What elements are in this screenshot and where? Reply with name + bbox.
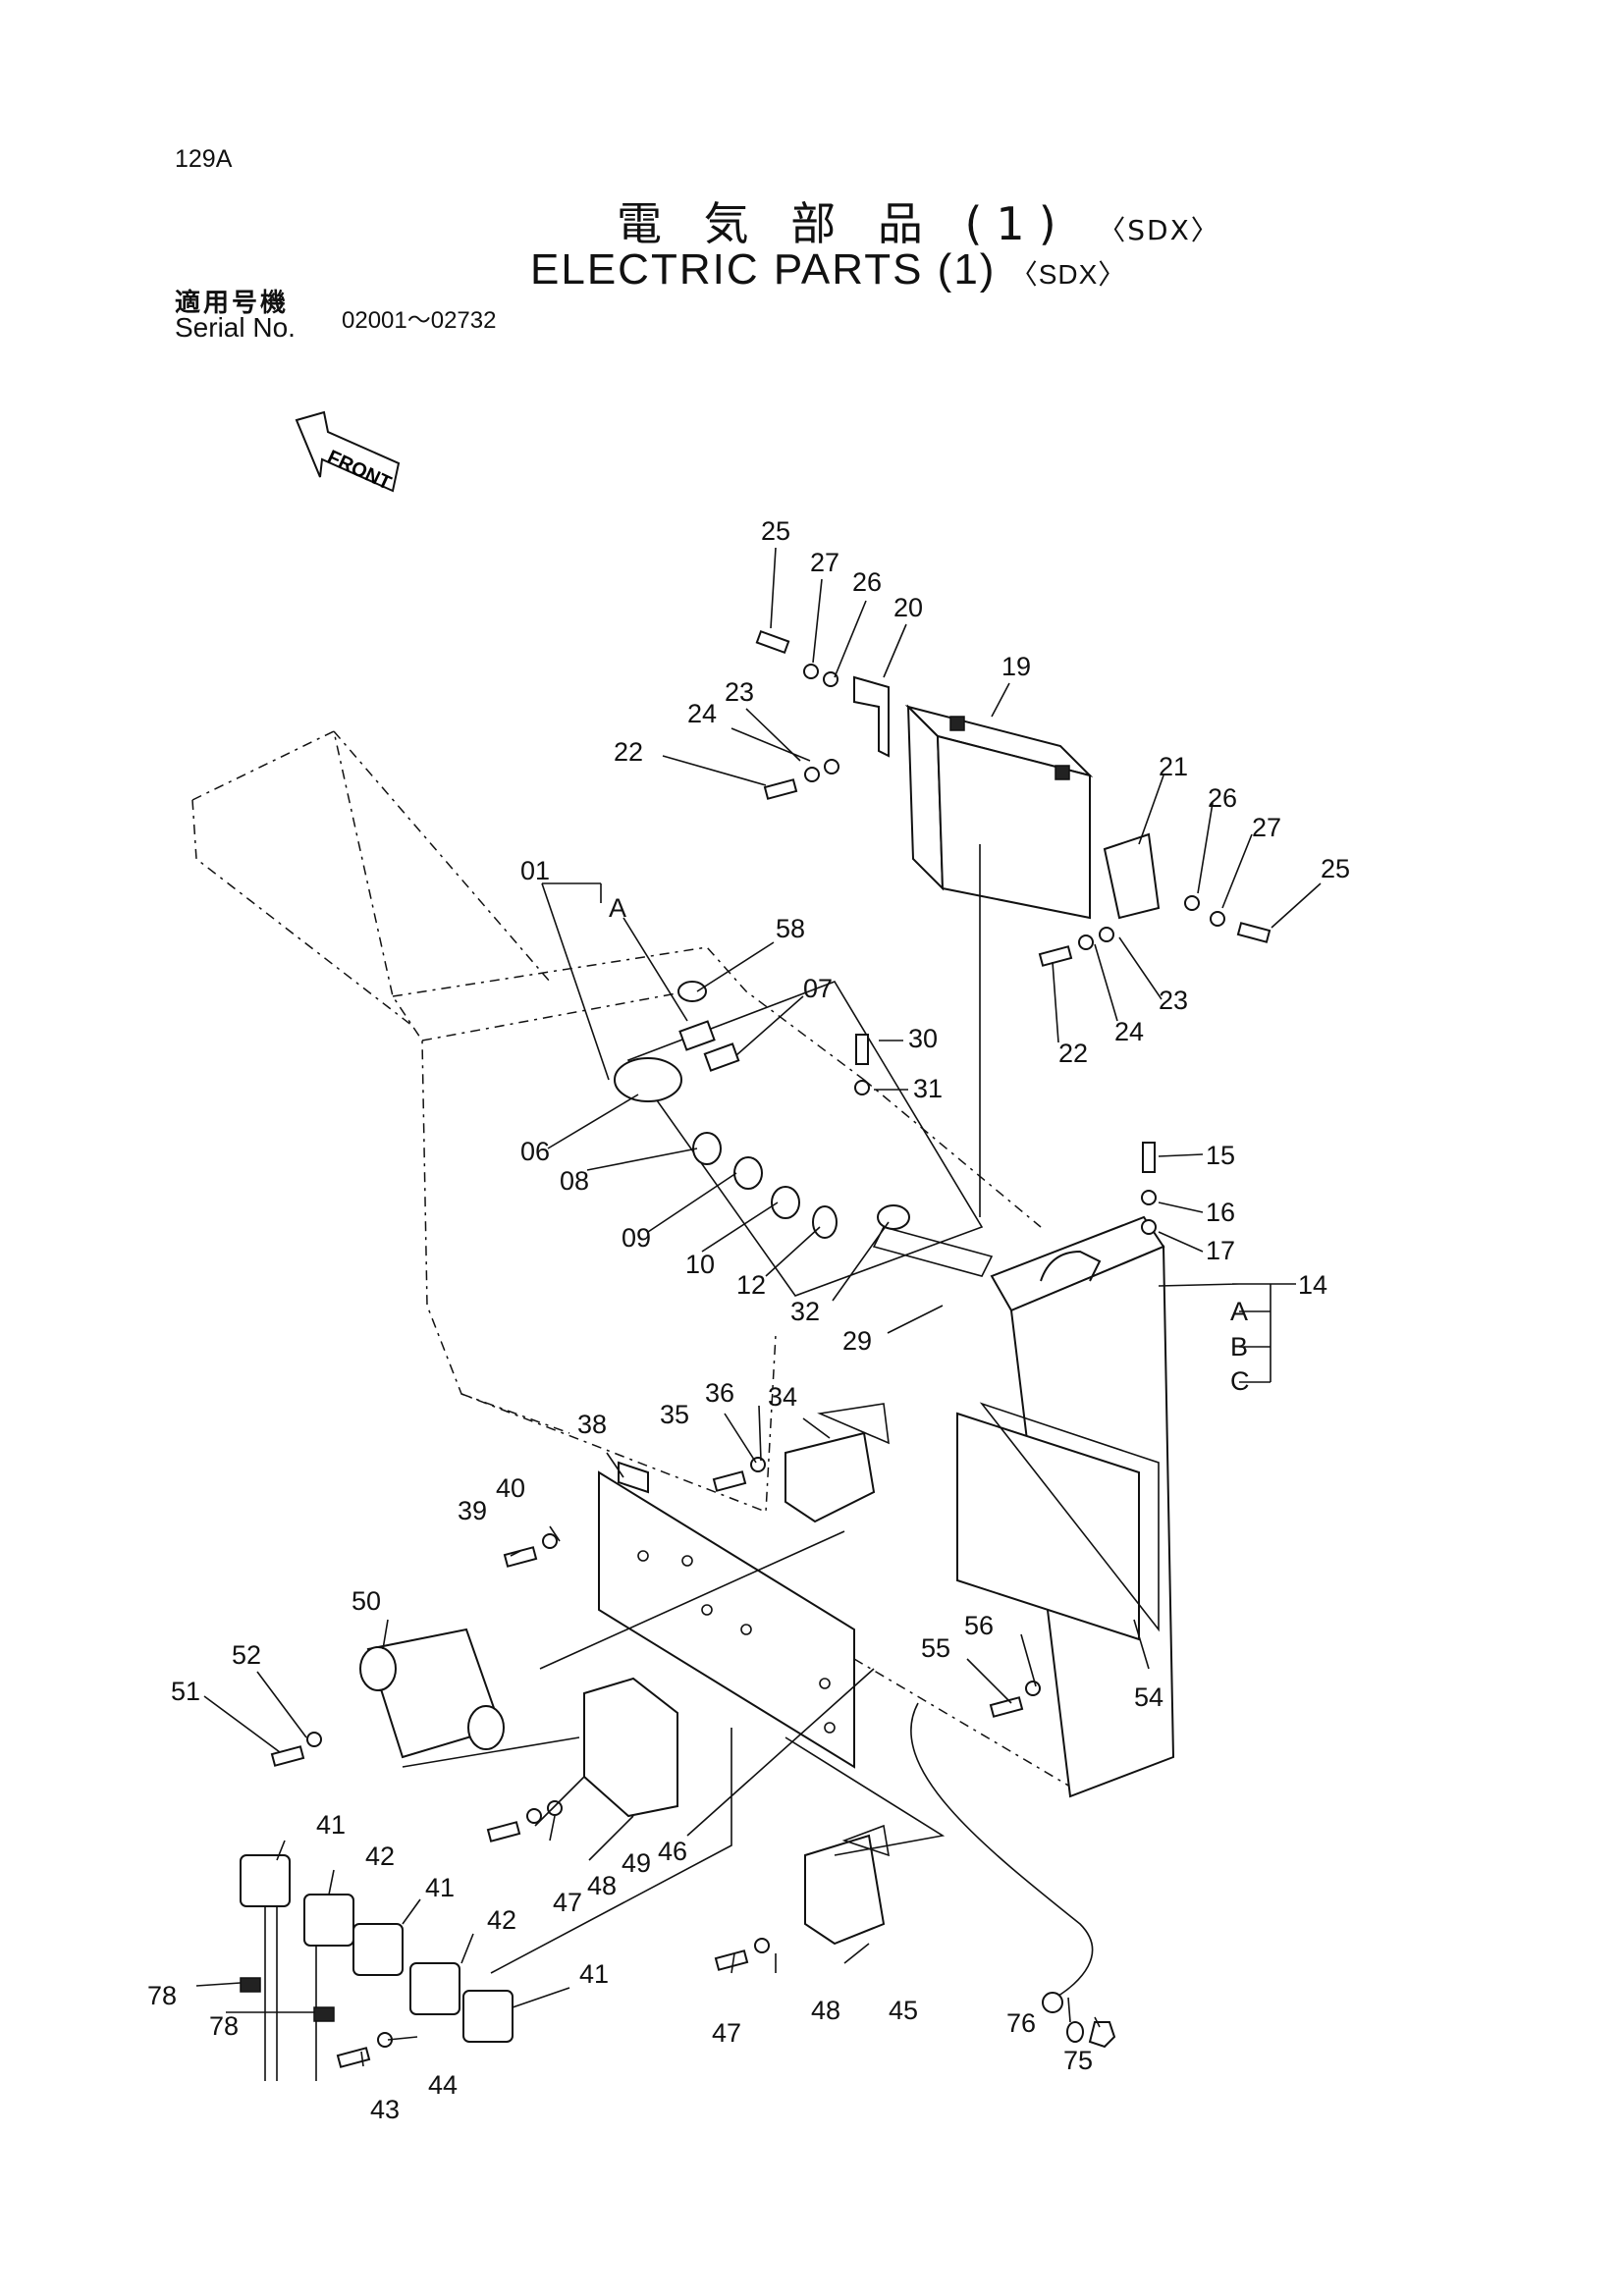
key-switch-part <box>614 1057 682 1102</box>
callout-38: 38 <box>577 1410 607 1439</box>
callout-55: 55 <box>921 1633 950 1663</box>
title-english: ELECTRIC PARTS (1) 〈SDX〉 <box>530 245 1126 294</box>
callout-25: 25 <box>761 516 790 546</box>
callout-15: 15 <box>1206 1141 1235 1170</box>
callout-21: 21 <box>1159 752 1188 781</box>
callout-42: 42 <box>365 1842 395 1871</box>
callout-01: 01 <box>520 856 550 885</box>
callout-35: 35 <box>660 1400 689 1429</box>
callout-12: 12 <box>736 1270 766 1300</box>
serial-label-english: Serial No. <box>175 312 296 343</box>
callout-14: 14 <box>1298 1270 1327 1300</box>
ground-cable <box>910 1702 1116 2049</box>
title-english-variant: 〈SDX〉 <box>1009 259 1127 290</box>
callout-52: 52 <box>232 1640 261 1670</box>
serial-label-japanese: 適用号機 <box>175 289 290 318</box>
callout-41: 41 <box>316 1810 346 1840</box>
callout-08: 08 <box>560 1166 589 1196</box>
callout-labels: 25 27 26 20 19 23 24 22 21 26 27 25 22 2… <box>147 516 1350 2124</box>
relay-34 <box>784 1403 890 1523</box>
callout-22b: 22 <box>1058 1039 1088 1068</box>
callout-27b: 27 <box>1252 813 1281 842</box>
callout-75: 75 <box>1063 2046 1093 2075</box>
fasteners <box>240 629 1271 2068</box>
callout-24: 24 <box>687 699 717 728</box>
group-letter-A: A <box>1230 1297 1248 1326</box>
callout-16: 16 <box>1206 1198 1235 1227</box>
callout-56: 56 <box>964 1611 994 1640</box>
callout-44: 44 <box>428 2070 458 2100</box>
leader-lines <box>195 547 1322 2067</box>
callout-42b: 42 <box>487 1905 516 1935</box>
callout-78: 78 <box>147 1981 177 2010</box>
title-japanese-text: 電 気 部 品 (1) <box>617 197 1070 250</box>
callout-58: 58 <box>776 914 805 943</box>
callout-23: 23 <box>725 677 754 707</box>
serial-range: 02001〜02732 <box>342 307 497 334</box>
callout-26: 26 <box>852 567 882 597</box>
callout-25b: 25 <box>1321 854 1350 883</box>
callout-78b: 78 <box>209 2011 239 2041</box>
callout-41c: 41 <box>579 1959 609 1989</box>
callout-49: 49 <box>622 1848 651 1878</box>
battery-brackets <box>853 675 1161 920</box>
callout-48: 48 <box>587 1871 617 1900</box>
callout-54: 54 <box>1134 1682 1163 1712</box>
callout-06: 06 <box>520 1137 550 1166</box>
callout-A: A <box>609 893 626 923</box>
relay-group <box>240 1854 514 2081</box>
callout-39: 39 <box>458 1496 487 1525</box>
title-english-text: ELECTRIC PARTS (1) <box>530 245 997 294</box>
page-number: 129A <box>175 145 233 173</box>
callout-34: 34 <box>768 1382 797 1412</box>
callout-43: 43 <box>370 2095 400 2124</box>
group-letter-C: C <box>1230 1366 1250 1396</box>
callout-47: 47 <box>553 1888 582 1917</box>
callout-26b: 26 <box>1208 783 1237 813</box>
controller-unit <box>956 1402 1160 1641</box>
callout-41b: 41 <box>425 1873 455 1902</box>
callout-23b: 23 <box>1159 986 1188 1015</box>
callout-47b: 47 <box>712 2018 741 2048</box>
callout-29: 29 <box>842 1326 872 1356</box>
flasher-46 <box>583 1677 678 1818</box>
callout-24b: 24 <box>1114 1017 1144 1046</box>
switch-panel <box>614 981 994 1297</box>
callout-45: 45 <box>889 1996 918 2025</box>
callout-09: 09 <box>622 1223 651 1253</box>
callout-20: 20 <box>893 593 923 622</box>
callout-07: 07 <box>803 974 833 1003</box>
callout-31: 31 <box>913 1074 943 1103</box>
callout-36: 36 <box>705 1378 734 1408</box>
callout-76: 76 <box>1006 2008 1036 2038</box>
callout-22: 22 <box>614 737 643 767</box>
callout-50: 50 <box>352 1586 381 1616</box>
buzzer <box>359 1628 505 1759</box>
callout-48b: 48 <box>811 1996 840 2025</box>
callout-40: 40 <box>496 1473 525 1503</box>
callout-17: 17 <box>1206 1236 1235 1265</box>
group-letter-B: B <box>1230 1332 1248 1362</box>
relay-45 <box>804 1824 891 1946</box>
title-japanese: 電 気 部 品 (1) 〈SDX〉 <box>617 188 1220 253</box>
callout-30: 30 <box>908 1024 938 1053</box>
callout-51: 51 <box>171 1677 200 1706</box>
relay-plate <box>598 1461 855 1769</box>
front-arrow-icon: FRONT <box>295 410 401 495</box>
callout-32: 32 <box>790 1297 820 1326</box>
callout-19: 19 <box>1001 652 1031 681</box>
battery <box>904 704 1094 920</box>
callout-46: 46 <box>658 1837 687 1866</box>
title-japanese-variant: 〈SDX〉 <box>1098 214 1220 246</box>
callout-10: 10 <box>685 1250 715 1279</box>
callout-27: 27 <box>810 548 839 577</box>
